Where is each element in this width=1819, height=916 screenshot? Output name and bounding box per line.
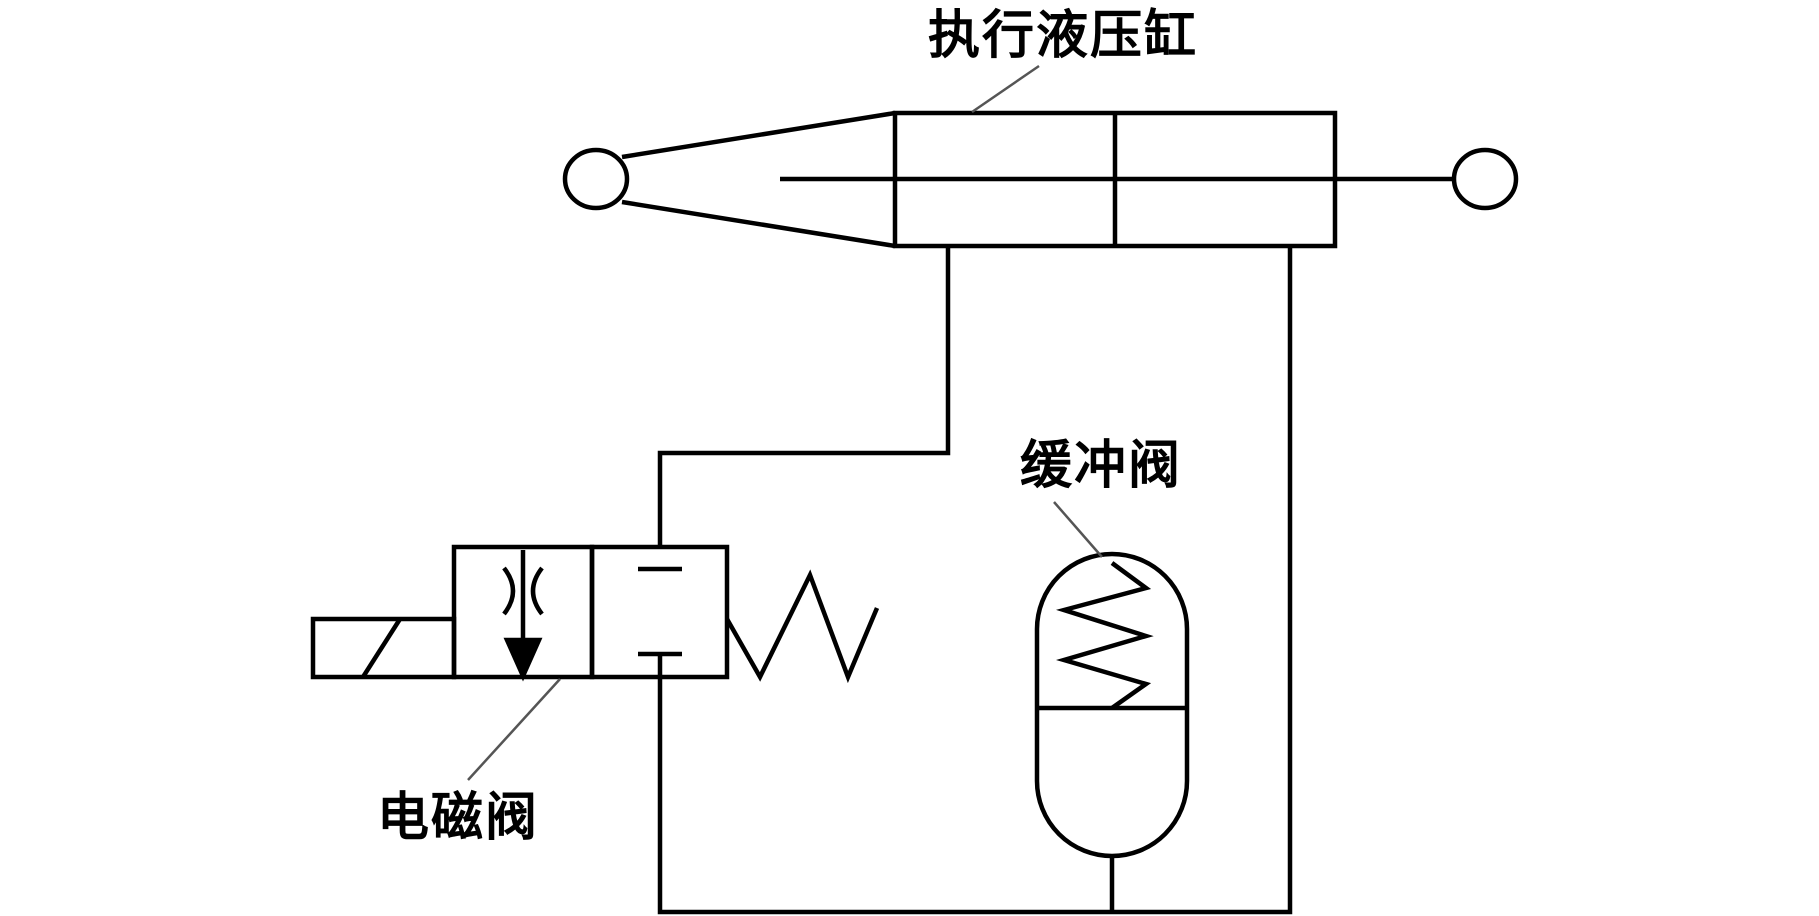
left-clevis-eye — [562, 147, 630, 211]
flow-arrow-head — [503, 637, 543, 682]
pipe-cylinder-to-solenoid — [657, 246, 951, 547]
cylinder-leader-line — [971, 64, 1040, 114]
valve-body-right-cell — [589, 544, 730, 680]
solenoid-valve-label: 电磁阀 — [377, 787, 540, 848]
hydraulic-cylinder — [562, 110, 1519, 249]
cylinder-taper-top — [621, 110, 896, 160]
pipe-return-loop — [657, 246, 1293, 915]
throttle-right-arc — [530, 566, 544, 616]
solenoid-valve-leader-line — [467, 678, 561, 781]
solenoid-actuator — [310, 616, 457, 680]
right-rod-eye — [1451, 147, 1519, 211]
throttle-left-arc — [502, 566, 516, 616]
buffer-valve-spring — [1055, 561, 1154, 710]
return-spring — [725, 569, 880, 684]
buffer-valve — [1034, 551, 1190, 859]
buffer-valve-shell — [1034, 551, 1190, 859]
buffer-valve-label: 缓冲阀 — [1020, 435, 1183, 496]
cylinder-label: 执行液压缸 — [928, 5, 1199, 66]
buffer-valve-leader-line — [1053, 501, 1103, 558]
cylinder-taper-bottom — [621, 199, 896, 249]
solenoid-valve — [310, 544, 880, 684]
solenoid-coil-slash — [361, 617, 402, 679]
